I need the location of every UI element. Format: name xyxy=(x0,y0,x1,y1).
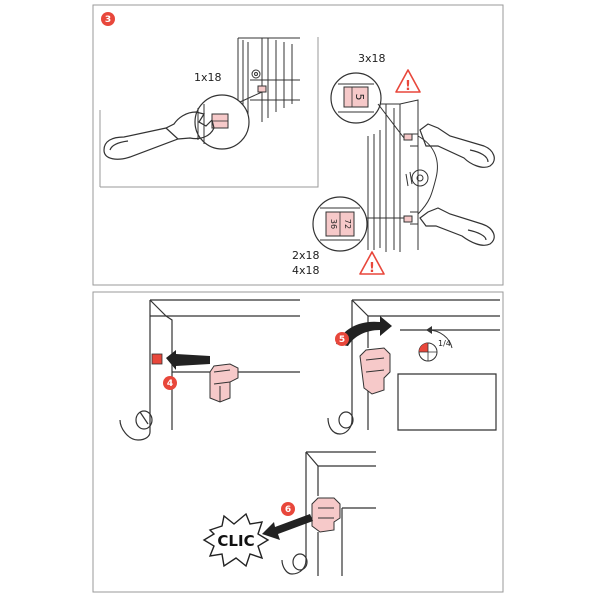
rotation-arrow-icon xyxy=(336,316,392,346)
qty-label-3x18: 3x18 xyxy=(358,52,386,65)
clip-part-step-5 xyxy=(359,347,391,395)
dial-value-top: 5 xyxy=(353,94,366,101)
arrow-step-4 xyxy=(166,350,210,370)
clic-label: CLIC xyxy=(217,532,254,550)
wrench-right-bottom-icon xyxy=(419,207,495,246)
panel-top: 3 1x18 xyxy=(92,4,504,286)
step-6-badge: 6 xyxy=(281,502,295,516)
svg-text:5: 5 xyxy=(339,335,345,345)
svg-text:!: ! xyxy=(405,79,411,94)
panel-bottom: 4 5 1/4 xyxy=(92,291,504,593)
svg-text:4: 4 xyxy=(167,379,173,389)
insert-slot xyxy=(151,353,163,365)
svg-text:3: 3 xyxy=(105,15,111,25)
arrow-step-6 xyxy=(262,514,313,540)
step-5-badge: 5 xyxy=(335,332,349,346)
step-3-badge: 3 xyxy=(101,12,115,26)
zoom-callout-left xyxy=(194,91,263,150)
step-4-badge: 4 xyxy=(163,376,177,390)
clip-part-step-4 xyxy=(209,363,239,403)
wrench-left-icon xyxy=(103,111,215,160)
clic-burst-icon: CLIC xyxy=(202,512,270,568)
dial-value-bottom: 36 xyxy=(329,219,338,229)
svg-text:6: 6 xyxy=(285,505,291,515)
qty-label-1x18: 1x18 xyxy=(194,71,222,84)
quarter-turn-dial-icon xyxy=(418,326,453,362)
zoom-callout-top-right: 5 xyxy=(330,72,405,139)
rotation-label: 1/4 xyxy=(438,339,451,348)
svg-text:!: ! xyxy=(369,261,375,276)
cabinet-edge-right xyxy=(367,99,438,252)
dial-value-bottom-2: 72 xyxy=(343,219,352,229)
clip-part-step-6 xyxy=(311,497,341,533)
warning-triangle-icon-top: ! xyxy=(395,69,421,94)
qty-label-2x18: 2x18 xyxy=(292,249,320,262)
cabinet-step-5 xyxy=(327,299,500,435)
qty-label-4x18: 4x18 xyxy=(292,264,320,277)
warning-triangle-icon-bottom: ! xyxy=(359,251,385,276)
wrench-right-top-icon xyxy=(419,123,495,168)
cabinet-step-4 xyxy=(119,299,300,441)
cabinet-step-6 xyxy=(281,451,376,576)
zoom-callout-bottom-right: 36 72 xyxy=(312,196,404,252)
